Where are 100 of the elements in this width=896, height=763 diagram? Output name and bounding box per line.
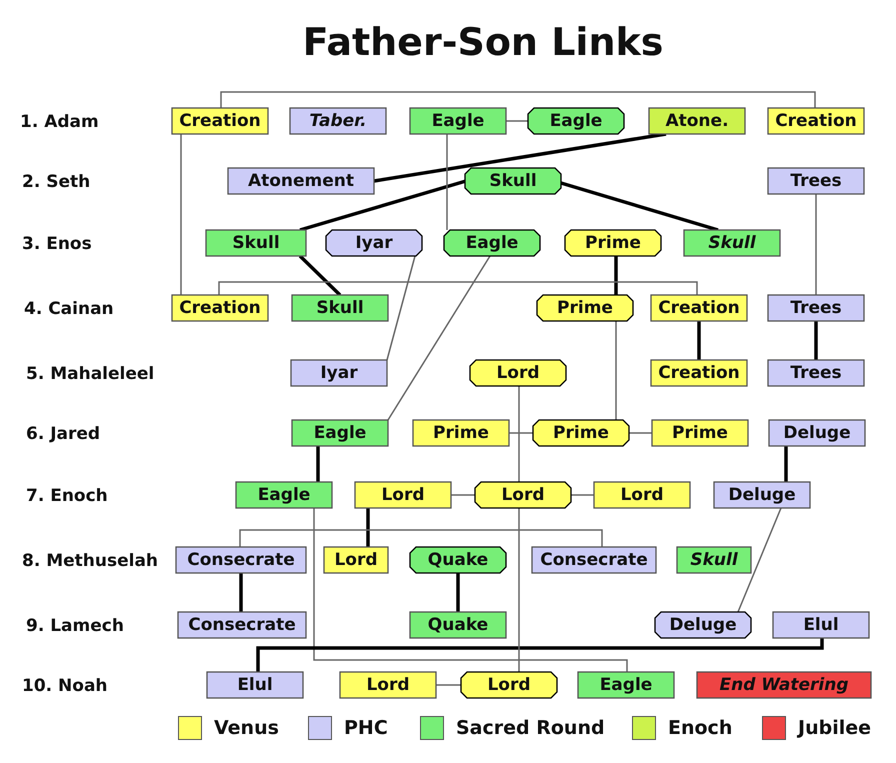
- node-text: Skull: [231, 232, 281, 255]
- rect-node: [768, 108, 864, 134]
- rect-node: [290, 108, 386, 134]
- connector: [737, 508, 782, 612]
- node-text: Eagle: [464, 232, 520, 255]
- diagram-title: Father-Son Links: [302, 19, 664, 66]
- rect-node: [714, 482, 810, 508]
- thick-connector: [300, 179, 466, 232]
- node-text: Prime: [432, 422, 490, 445]
- row-label: 5. Mahaleleel: [26, 363, 154, 385]
- thick-connector: [614, 256, 618, 295]
- thick-connector: [456, 573, 460, 612]
- rect-node: [578, 672, 674, 698]
- node-text: Lord: [333, 549, 379, 572]
- rect-node: [207, 672, 303, 698]
- rect-node: [410, 612, 506, 638]
- rect-node: [291, 360, 387, 386]
- row-label: 2. Seth: [22, 171, 90, 193]
- node-text: Lord: [619, 484, 665, 507]
- node-text: Eagle: [430, 110, 486, 133]
- rect-node: [410, 108, 506, 134]
- node-text: Consecrate: [539, 549, 649, 572]
- connector: [180, 134, 182, 295]
- row-label: 1. Adam: [20, 111, 99, 133]
- rect-node: [697, 672, 871, 698]
- rect-node: [178, 612, 306, 638]
- rect-node: [649, 108, 745, 134]
- rect-node: [651, 360, 747, 386]
- node-text: Prime: [584, 232, 642, 255]
- thick-connector: [298, 254, 342, 296]
- node-text: Elul: [236, 674, 274, 697]
- node-text: Creation: [178, 110, 262, 133]
- node-text: Trees: [789, 362, 843, 385]
- rect-node: [532, 547, 656, 573]
- legend-text: Jubilee: [798, 717, 871, 739]
- rect-node: [172, 108, 268, 134]
- node-text: Creation: [774, 110, 858, 133]
- rect-node: [651, 295, 747, 321]
- rect-node: [652, 420, 748, 446]
- node-text: Deluge: [727, 484, 797, 507]
- node-text: Lord: [500, 484, 546, 507]
- rect-node: [768, 360, 864, 386]
- connector: [506, 120, 528, 122]
- node-text: Eagle: [548, 110, 604, 133]
- rect-node: [206, 230, 306, 256]
- node-text: Prime: [671, 422, 729, 445]
- node-text: Quake: [426, 549, 490, 572]
- node-text: Trees: [789, 170, 843, 193]
- node-text: Skull: [315, 297, 365, 320]
- rect-node: [176, 547, 306, 573]
- connector: [518, 508, 520, 672]
- thick-connector: [256, 638, 824, 672]
- rect-node: [773, 612, 869, 638]
- rect-node: [677, 547, 751, 573]
- row-label: 9. Lamech: [26, 615, 124, 637]
- thick-connector: [560, 181, 718, 232]
- node-text: Lord: [486, 674, 532, 697]
- node-text: Creation: [657, 297, 741, 320]
- connector: [387, 256, 491, 420]
- connector: [386, 256, 416, 360]
- connector: [615, 321, 617, 420]
- thick-connector: [374, 132, 666, 183]
- node-text: Skull: [488, 170, 538, 193]
- thick-connector: [239, 573, 243, 612]
- rect-node: [413, 420, 509, 446]
- legend-text: PHC: [344, 717, 388, 739]
- row-label: 3. Enos: [22, 233, 92, 255]
- node-text: Iyar: [354, 232, 394, 255]
- connector: [436, 684, 461, 686]
- connector: [509, 432, 533, 434]
- row-label: 10. Noah: [22, 675, 108, 697]
- thick-connector: [697, 321, 701, 360]
- rect-node: [684, 230, 780, 256]
- node-text: Prime: [552, 422, 610, 445]
- node-text: Skull: [707, 232, 757, 255]
- node-text: Eagle: [598, 674, 654, 697]
- node-text: Atone.: [664, 110, 730, 133]
- connector: [571, 494, 594, 496]
- node-text: Deluge: [668, 614, 738, 637]
- node-text: Consecrate: [187, 614, 297, 637]
- node-text: Trees: [789, 297, 843, 320]
- connector: [815, 194, 817, 295]
- node-text: Lord: [380, 484, 426, 507]
- node-text: Quake: [426, 614, 490, 637]
- node-text: Lord: [365, 674, 411, 697]
- legend-text: Sacred Round: [456, 717, 605, 739]
- node-text: Taber.: [308, 110, 368, 133]
- rect-node: [292, 420, 388, 446]
- row-label: 7. Enoch: [26, 485, 108, 507]
- connector: [218, 281, 698, 295]
- connector: [313, 508, 628, 672]
- thick-connector: [814, 321, 818, 360]
- node-text: Creation: [657, 362, 741, 385]
- rect-node: [236, 482, 332, 508]
- connector: [220, 91, 816, 108]
- rect-node: [355, 482, 451, 508]
- node-text: Elul: [802, 614, 840, 637]
- thick-connector: [316, 446, 320, 482]
- connector: [451, 494, 475, 496]
- legend-text: Venus: [214, 717, 279, 739]
